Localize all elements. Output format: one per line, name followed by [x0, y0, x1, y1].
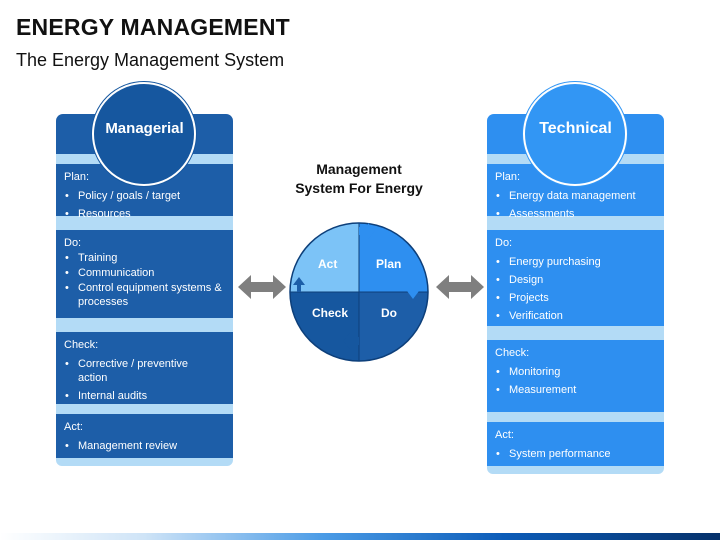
section-title: Do:: [495, 237, 513, 249]
center-title: Management System For Energy: [270, 160, 448, 198]
list-item: Policy / goals / target: [64, 189, 225, 203]
technical-body: Plan: Energy data management Assessments…: [487, 154, 664, 474]
list-item: System performance: [495, 447, 656, 461]
list-item: Energy purchasing: [495, 255, 656, 269]
managerial-panel: Managerial Plan: Policy / goals / target…: [56, 82, 233, 466]
list-item: Verification: [495, 309, 656, 323]
divider: [56, 318, 233, 332]
double-arrow-icon: [436, 275, 484, 299]
list-item: Control equipment systems & processes: [64, 281, 225, 309]
section-title: Do:: [64, 237, 82, 249]
divider: [487, 326, 664, 340]
list-item: Management review: [64, 439, 225, 453]
quadrant-label-do: Do: [381, 306, 397, 320]
bottom-accent-bar: [0, 533, 720, 540]
quadrant-do: [359, 292, 428, 361]
technical-section-act: Act: System performance: [487, 422, 664, 466]
list-item: Internal audits: [64, 389, 225, 403]
technical-dome: [523, 82, 627, 186]
double-arrow-icon: [238, 275, 286, 299]
list-item: Corrective / preventive action: [64, 357, 225, 385]
section-title: Check:: [64, 339, 99, 351]
list-item: Design: [495, 273, 656, 287]
managerial-header: Managerial: [56, 82, 233, 186]
managerial-section-act: Act: Management review: [56, 414, 233, 458]
managerial-title: Managerial: [105, 120, 184, 137]
list-item: Assessments: [495, 207, 656, 221]
managerial-section-check: Check: Corrective / preventive action In…: [56, 332, 233, 404]
quadrant-label-check: Check: [312, 306, 349, 320]
divider: [56, 404, 233, 414]
page-title: ENERGY MANAGEMENT: [16, 14, 290, 40]
list-item: Resources: [64, 207, 225, 221]
list-item: Projects: [495, 291, 656, 305]
list-item: Monitoring: [495, 365, 656, 379]
quadrant-label-act: Act: [318, 257, 338, 271]
quadrant-check: [290, 292, 359, 361]
cycle-arrow-icon: [293, 223, 419, 349]
section-title: Plan:: [64, 171, 90, 183]
center-title-line2: System For Energy: [295, 180, 423, 196]
panel-footer: [487, 466, 664, 474]
managerial-section-do: Do: Training Communication Control equip…: [56, 230, 233, 318]
section-title: Plan:: [495, 171, 521, 183]
section-title: Check:: [495, 347, 530, 359]
technical-section-do: Do: Energy purchasing Design Projects Ve…: [487, 230, 664, 326]
divider: [487, 412, 664, 422]
pdca-cycle-diagram: Act Plan Check Do: [288, 221, 430, 363]
center-title-line1: Management: [316, 161, 402, 177]
technical-panel: Technical Plan: Energy data management A…: [487, 82, 664, 474]
list-item: Energy data management: [495, 189, 656, 203]
list-item: Communication: [64, 266, 225, 280]
technical-title: Technical: [539, 120, 612, 137]
managerial-body: Plan: Policy / goals / target Resources …: [56, 154, 233, 466]
panel-footer: [56, 458, 233, 466]
list-item: Measurement: [495, 383, 656, 397]
technical-header: Technical: [487, 82, 664, 186]
technical-section-plan: Plan: Energy data management Assessments: [487, 164, 664, 221]
quadrant-label-plan: Plan: [376, 257, 402, 271]
section-title: Act:: [64, 421, 83, 433]
page-subtitle: The Energy Management System: [16, 50, 285, 70]
technical-section-check: Check: Monitoring Measurement: [487, 340, 664, 412]
list-item: Training: [64, 251, 225, 265]
section-title: Act:: [495, 429, 514, 441]
managerial-dome: [92, 82, 196, 186]
